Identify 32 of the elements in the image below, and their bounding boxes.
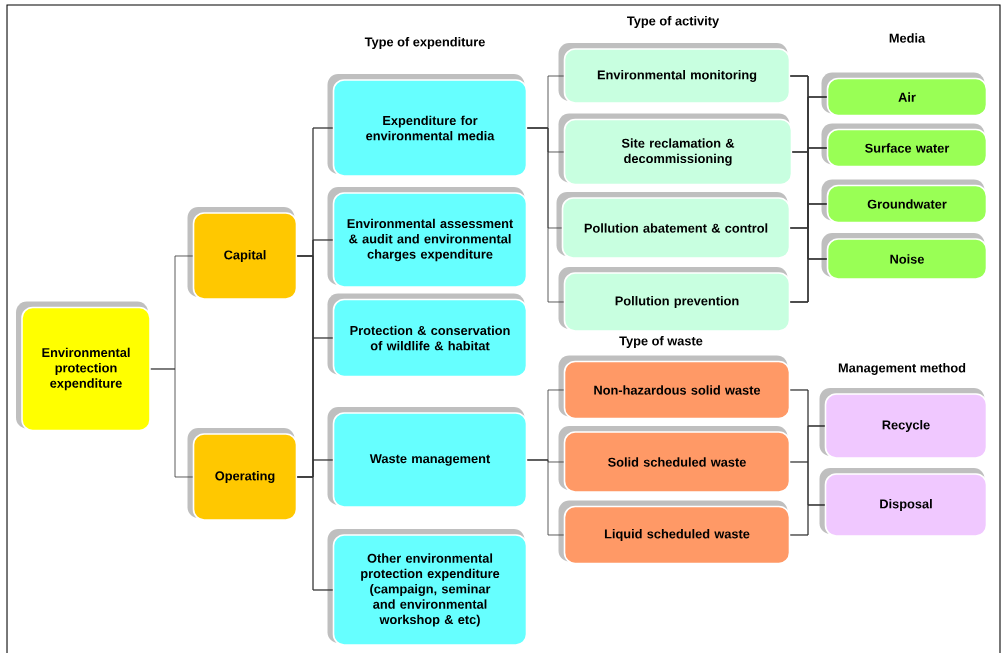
process-box: Expenditure for environmental media [327,74,528,177]
process-box: Non-hazardous solid waste [558,355,791,420]
process-box: Pollution abatement & control [556,192,791,259]
connector-line [526,127,565,303]
connector-line [789,258,828,303]
connector-line [296,476,334,591]
process-box: Air [821,72,988,117]
process-box: Groundwater [821,179,988,224]
connector-line [526,459,565,536]
column-heading: Type of waste [619,336,703,348]
column-heading: Media [889,33,926,43]
process-box: Environmental monitoring [558,43,791,104]
column-heading: Type of activity [627,16,720,28]
column-heading: Type of expenditure [364,37,485,49]
process-box: Environmental protection expenditure [16,301,151,432]
connector-line [789,504,826,536]
process-box: Protection & conservation of wildlife & habitat [327,293,528,378]
process-box: Capital [187,207,298,300]
process-box: Waste management [327,407,528,508]
process-box: Liquid scheduled waste [558,500,791,565]
process-box: Noise [821,233,988,280]
process-box: Other environmental protection expenditure (campaign, seminar and environmental workshop & etc) [327,529,528,646]
process-box: Pollution prevention [558,267,791,332]
process-box: Recycle [819,388,988,459]
process-box: Operating [187,428,298,521]
process-box: Disposal [819,468,988,537]
process-box: Environmental assessment & audit and environmental charges expenditure [327,187,528,288]
connector-line [150,368,194,478]
process-box: Solid scheduled waste [558,426,791,493]
process-box: Site reclamation & decommissioning [558,113,793,186]
process-box: Surface water [821,123,988,168]
column-heading: Management method [838,363,966,375]
